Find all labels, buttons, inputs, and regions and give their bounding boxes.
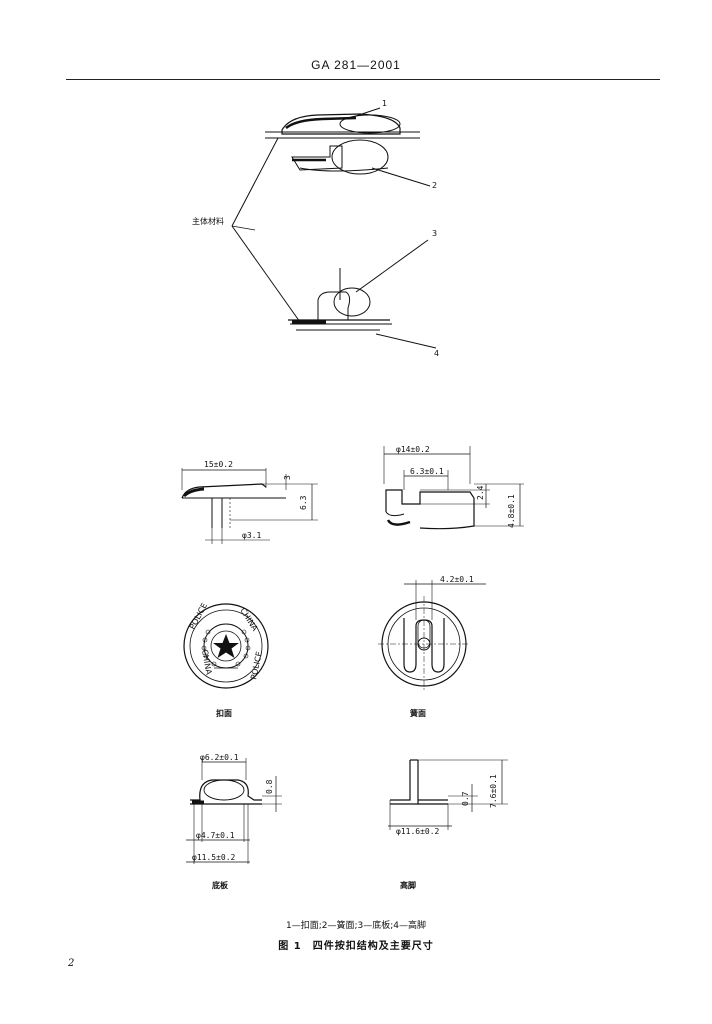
emblem-text-right: CHINA: [238, 606, 259, 633]
assembly-cap-face: [265, 113, 420, 139]
caption-cap-face: 扣面: [216, 708, 232, 718]
dim-post-height: 7.6±0.1: [489, 774, 498, 808]
assembly-base-and-post: [288, 268, 392, 331]
dim-base-inner: φ4.7±0.1: [196, 831, 235, 840]
base-plate-section: [186, 758, 282, 864]
figure-title: 图 1 四件按扣结构及主要尺寸: [278, 941, 434, 952]
caption-base-plate: 底板: [211, 880, 229, 890]
dim-socket-small: 2.4: [476, 485, 485, 500]
dim-cap-height: 6.3: [299, 495, 308, 510]
spring-face-plan: [378, 580, 486, 692]
caption-high-post: 高脚: [400, 880, 416, 890]
dim-cap-pin-dia: φ3.1: [242, 531, 261, 540]
dim-base-outer: φ11.5±0.2: [192, 853, 236, 862]
dim-socket-outer: φ14±0.2: [396, 445, 430, 454]
caption-spring-face: 簧面: [410, 708, 426, 718]
callout-1: 1: [382, 99, 387, 108]
page-number: 2: [68, 958, 75, 969]
dim-cap-top-width: 15±0.2: [204, 460, 233, 469]
dim-base-small: 0.8: [265, 779, 274, 794]
emblem-text-bottom-right: POLICE: [249, 651, 264, 681]
dim-socket-inner: 6.3±0.1: [410, 467, 444, 476]
material-label: 主体材料: [192, 216, 224, 226]
dim-cap-small: 3: [283, 475, 292, 480]
dim-socket-height: 4.8±0.1: [507, 494, 516, 528]
dim-post-dia: φ11.6±0.2: [396, 827, 440, 836]
dim-spring-width: 4.2±0.1: [440, 575, 474, 584]
assembly-spring-face: [291, 139, 389, 175]
header-rule: [66, 79, 660, 80]
callout-4: 4: [434, 349, 439, 358]
dim-base-top: φ6.2±0.1: [200, 753, 239, 762]
callout-2: 2: [432, 181, 437, 190]
figure-legend: 1—扣面;2—簧面;3—底板;4—高脚: [285, 921, 426, 931]
cap-face-section: [181, 468, 318, 544]
high-post-section: [388, 759, 508, 830]
standard-code-header: GA 281—2001: [311, 58, 401, 72]
spring-face-section: [383, 446, 524, 530]
dim-post-small: 0.7: [461, 791, 470, 806]
callout-3: 3: [432, 229, 437, 238]
emblem-text-bottom-left: CHINA: [200, 649, 213, 676]
cap-face-emblem: [183, 603, 269, 689]
